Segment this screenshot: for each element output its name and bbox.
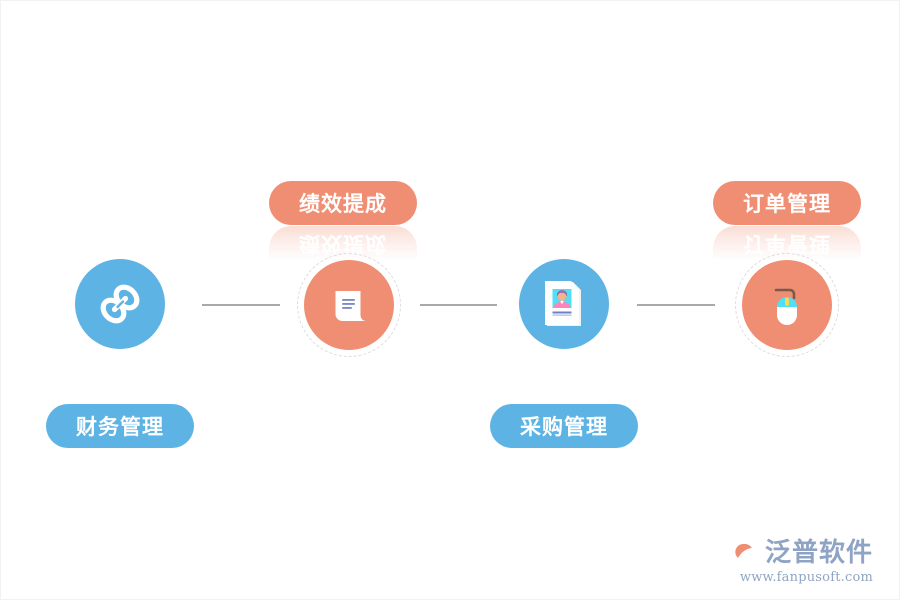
id-document-icon [545,281,581,326]
connector-line-3 [637,304,715,306]
node-orders-circle[interactable] [742,260,832,350]
chain-link-icon [100,284,140,324]
node-finance-label: 财务管理 [76,415,164,439]
logo-url: www.fanpusoft.com [739,570,873,585]
node-orders-label-pill[interactable]: 订单管理 [713,181,861,225]
node-purchasing-circle[interactable] [519,259,609,349]
node-purchasing-label: 采购管理 [520,415,608,439]
node-finance-label-pill[interactable]: 财务管理 [46,404,194,448]
connector-line-1 [202,304,280,306]
connector-line-2 [420,304,497,306]
node-purchasing-label-pill[interactable]: 采购管理 [490,404,638,448]
node-finance-circle[interactable] [75,259,165,349]
node-performance-label: 绩效提成 [299,192,387,216]
fanpu-logo-mark [729,537,752,564]
id-photo-person [553,290,571,308]
node-orders-dashed-ring [735,253,839,357]
scroll-document-icon [335,291,366,321]
computer-mouse-icon [774,288,797,325]
node-performance-circle[interactable] [304,260,394,350]
brand-logo: 泛普软件 www.fanpusoft.com [727,532,873,585]
logo-name: 泛普软件 [764,538,873,568]
node-orders-label: 订单管理 [743,192,831,216]
node-performance-dashed-ring [297,253,401,357]
node-performance-label-pill[interactable]: 绩效提成 [269,181,417,225]
